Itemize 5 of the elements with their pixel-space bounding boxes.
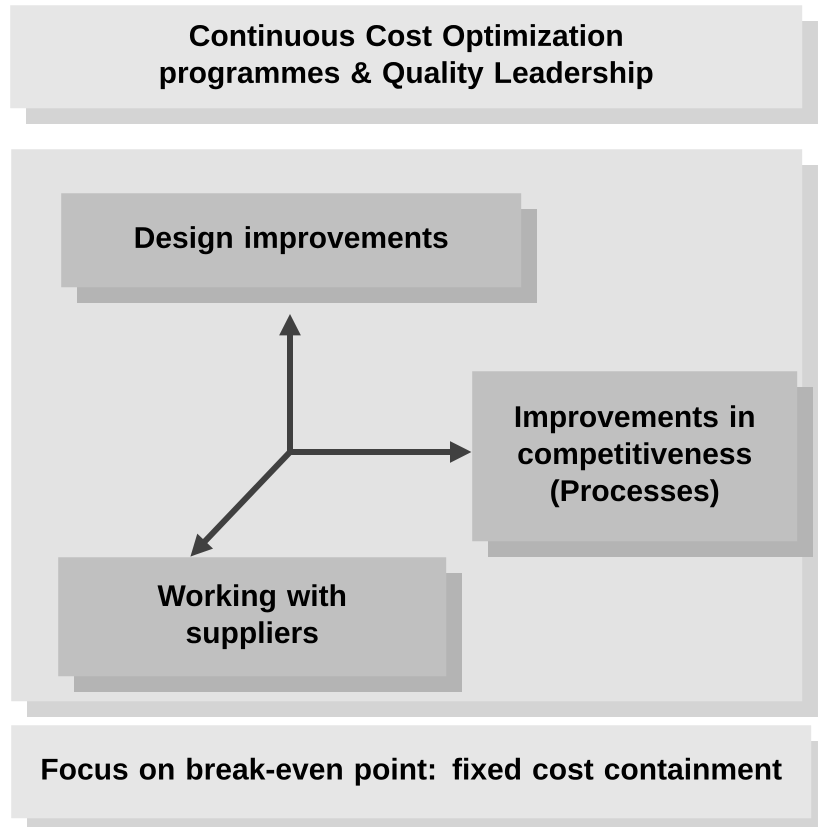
process-box: Design improvements — [61, 193, 537, 303]
band: Continuous Cost Optimization programmes & Quality Leadership — [10, 5, 818, 124]
process-box: Working with suppliers — [58, 557, 462, 692]
process-box: Improvements in competitiveness (Processes) — [472, 371, 813, 557]
band: Focus on break-even point: fixed cost containment — [11, 725, 818, 827]
